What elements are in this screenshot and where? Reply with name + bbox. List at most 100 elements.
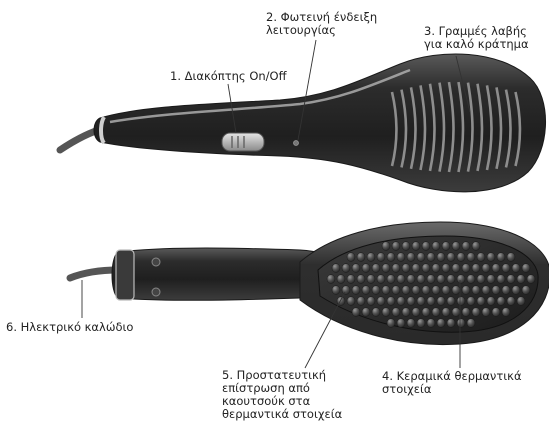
bristle — [507, 253, 515, 262]
callout-switch-line-1: 1. Διακόπτης On/Off — [170, 70, 287, 83]
bristle — [482, 308, 490, 317]
bristle — [417, 275, 425, 284]
bristle — [367, 275, 375, 284]
bristle — [432, 242, 440, 251]
bristle — [477, 253, 485, 262]
bristle — [487, 253, 495, 262]
bristle — [472, 308, 480, 317]
bristle — [377, 253, 385, 262]
brush-top-body — [94, 54, 546, 192]
indicator-light — [294, 141, 299, 146]
bristle — [407, 319, 415, 328]
bristle — [382, 308, 390, 317]
bristle — [407, 297, 415, 306]
bristle — [427, 275, 435, 284]
bristle — [452, 308, 460, 317]
callout-coating: 5. Προστατευτική επίστρωση από καουτσούκ… — [222, 369, 342, 421]
callout-cable-line-1: 6. Ηλεκτρικό καλώδιο — [6, 321, 133, 334]
bristle — [367, 297, 375, 306]
bristle — [467, 275, 475, 284]
bristle — [452, 242, 460, 251]
bristle — [397, 253, 405, 262]
callout-switch: 1. Διακόπτης On/Off — [170, 70, 287, 83]
bristle — [462, 242, 470, 251]
bristle — [362, 286, 370, 295]
bristle — [512, 264, 520, 273]
power-switch — [222, 133, 264, 151]
bristle — [382, 264, 390, 273]
callout-grip: 3. Γραμμές λαβής για καλό κράτημα — [424, 25, 529, 51]
bristle — [427, 319, 435, 328]
bristle — [432, 308, 440, 317]
bristle — [517, 297, 525, 306]
callout-indicator-line-2: λειτουργίας — [266, 24, 377, 37]
bristle — [407, 253, 415, 262]
bristle — [357, 297, 365, 306]
bristle — [437, 297, 445, 306]
bristle — [502, 286, 510, 295]
bristle — [487, 275, 495, 284]
bristle — [427, 253, 435, 262]
bristle — [487, 297, 495, 306]
bristle — [457, 319, 465, 328]
bristle — [372, 264, 380, 273]
bristle — [447, 319, 455, 328]
bristle — [452, 286, 460, 295]
bristle — [507, 297, 515, 306]
bristle — [472, 242, 480, 251]
bristle — [442, 308, 450, 317]
bristle — [492, 286, 500, 295]
callout-grip-line-2: για καλό κράτημα — [424, 38, 529, 51]
bristle — [392, 264, 400, 273]
bristle — [392, 242, 400, 251]
bristle — [477, 297, 485, 306]
bristle — [332, 286, 340, 295]
bristle — [352, 264, 360, 273]
bristle — [342, 264, 350, 273]
bristle — [442, 264, 450, 273]
bristle — [397, 297, 405, 306]
bristle — [437, 275, 445, 284]
bristle — [417, 319, 425, 328]
bristle — [492, 264, 500, 273]
bristle — [402, 308, 410, 317]
bristle — [467, 297, 475, 306]
bristle — [517, 275, 525, 284]
bristle — [412, 308, 420, 317]
bristle — [402, 242, 410, 251]
bristle — [457, 297, 465, 306]
bristle — [337, 275, 345, 284]
bristle — [447, 297, 455, 306]
bristle — [387, 275, 395, 284]
bristle — [432, 286, 440, 295]
bristle — [352, 286, 360, 295]
bristle — [397, 275, 405, 284]
bristle — [367, 253, 375, 262]
bristle — [482, 286, 490, 295]
cable-bottom — [70, 270, 118, 278]
bristle — [467, 319, 475, 328]
bristle — [402, 264, 410, 273]
bristle — [412, 242, 420, 251]
bristle — [382, 242, 390, 251]
bristle — [477, 275, 485, 284]
bristle — [482, 264, 490, 273]
bristle — [417, 253, 425, 262]
bristle — [332, 264, 340, 273]
callout-ceramic-line-2: στοιχεία — [382, 383, 522, 396]
bristle — [412, 264, 420, 273]
bristle — [507, 275, 515, 284]
bristle — [427, 297, 435, 306]
bristle — [512, 286, 520, 295]
bristle — [357, 253, 365, 262]
bristle — [387, 319, 395, 328]
bristle — [472, 264, 480, 273]
bristle — [347, 253, 355, 262]
bristle — [457, 275, 465, 284]
bristle — [377, 275, 385, 284]
bristle — [522, 286, 530, 295]
bristle — [327, 275, 335, 284]
bristle — [417, 297, 425, 306]
bristle — [422, 242, 430, 251]
